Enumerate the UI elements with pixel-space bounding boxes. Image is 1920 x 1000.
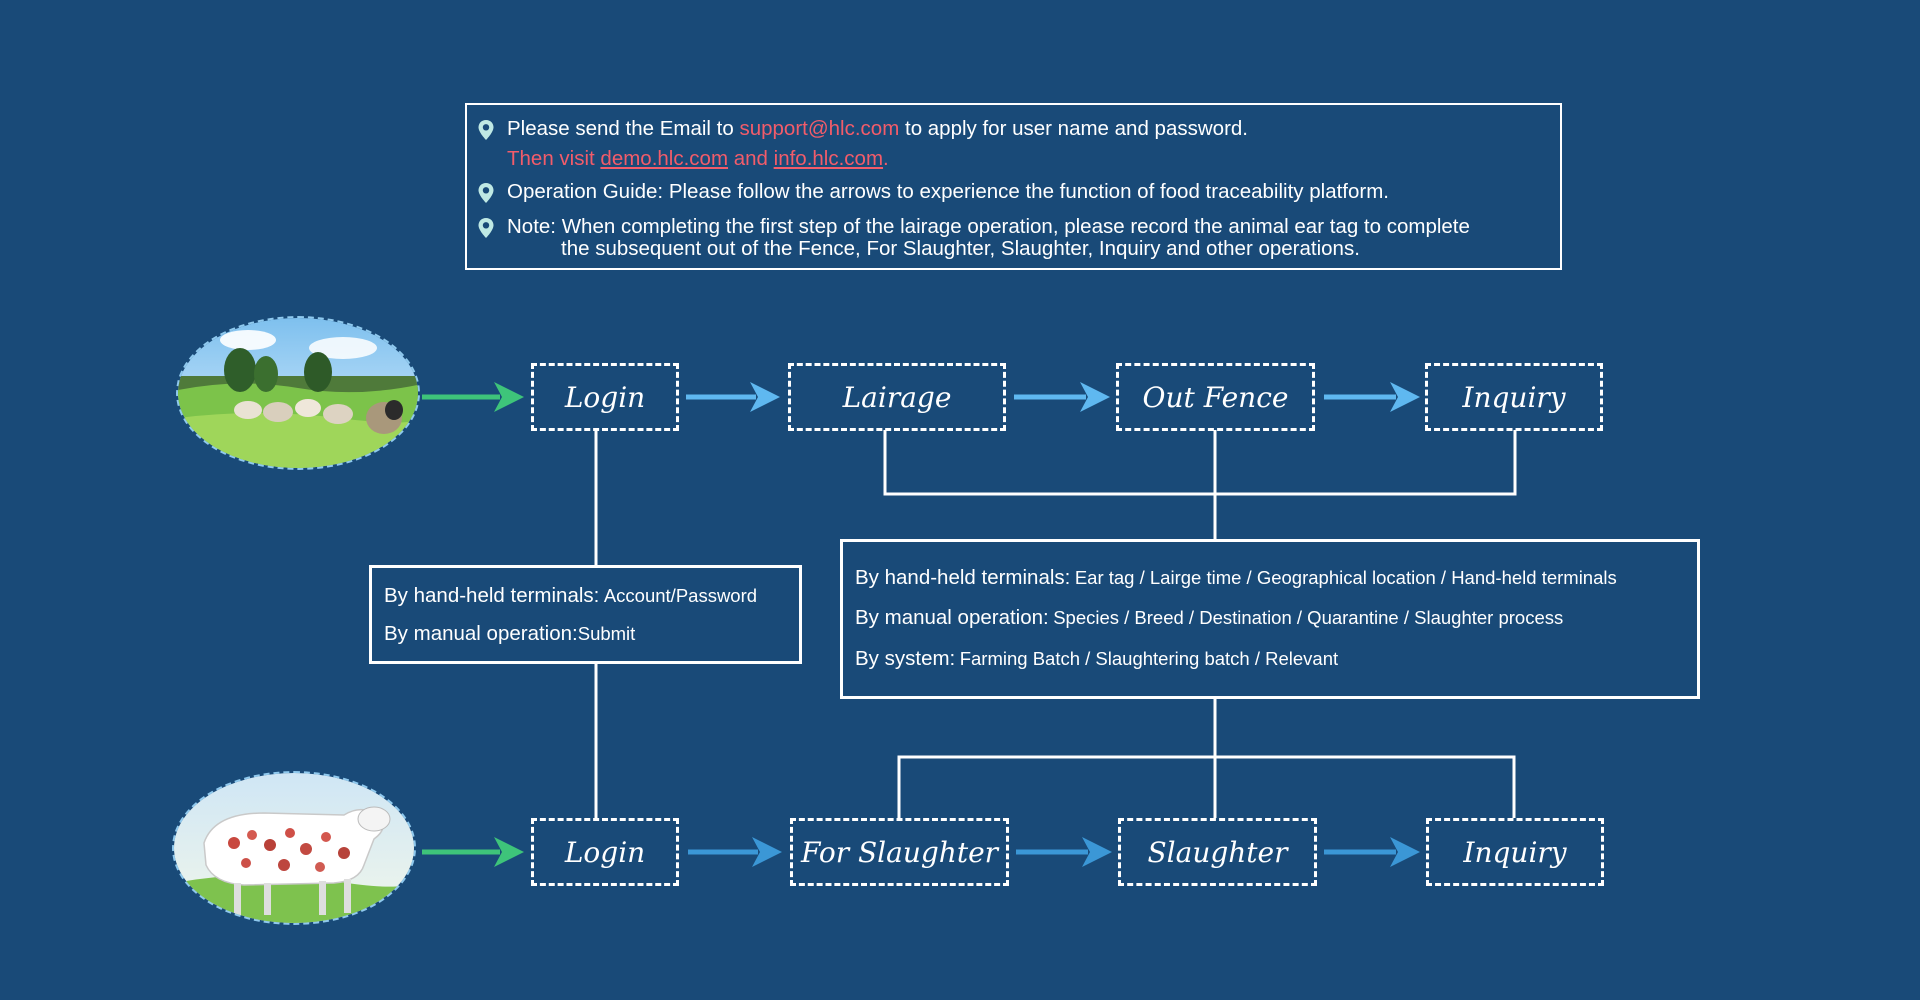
step-inquiry-bottom[interactable]: Inquiry — [1426, 818, 1604, 886]
location-pin-icon — [478, 120, 494, 140]
info-value: Ear tag / Lairge time / Geographical loc… — [1074, 567, 1617, 588]
notice-box: Please send the Email to support@hlc.com… — [465, 103, 1562, 270]
info-label: By manual operation: — [855, 606, 1049, 629]
top-bracket — [883, 430, 1517, 540]
arrow-start-bottom — [422, 837, 524, 867]
step-slaughter[interactable]: Slaughter — [1118, 818, 1317, 886]
process-info-box: By hand-held terminals: Ear tag / Lairge… — [840, 539, 1700, 699]
bottom-bracket — [897, 697, 1516, 818]
info-label: By manual operation: — [384, 622, 578, 645]
process-info-row-terminals: By hand-held terminals: Ear tag / Lairge… — [855, 566, 1617, 590]
info-label: By hand-held terminals: — [384, 584, 600, 607]
support-email-link[interactable]: support@hlc.com — [739, 117, 900, 140]
process-info-row-system: By system: Farming Batch / Slaughtering … — [855, 647, 1338, 671]
location-pin-icon — [478, 183, 494, 203]
arrow-start-top — [422, 382, 524, 412]
notice-guide-text: Operation Guide: Please follow the arrow… — [507, 180, 1389, 203]
notice-line1-end: to apply for user name and password. — [899, 117, 1248, 140]
step-for-slaughter[interactable]: For Slaughter — [790, 818, 1009, 886]
notice-and-text: and — [728, 147, 774, 170]
arrow-slaughter-inquiry — [1324, 837, 1420, 867]
step-out-fence[interactable]: Out Fence — [1116, 363, 1315, 431]
sheep-cuts-image — [172, 771, 416, 925]
process-info-row-manual: By manual operation: Species / Breed / D… — [855, 606, 1563, 630]
notice-period: . — [883, 147, 889, 170]
sheep-herd-image — [176, 316, 420, 470]
step-login-bottom[interactable]: Login — [531, 818, 679, 886]
arrow-login-lairage — [686, 382, 780, 412]
info-label: By system: — [855, 647, 956, 670]
login-info-row-terminals: By hand-held terminals: Account/Password — [384, 584, 757, 608]
notice-line1-start: Please send the Email to — [507, 117, 740, 140]
arrow-lairage-outfence — [1014, 382, 1110, 412]
info-value: Species / Breed / Destination / Quaranti… — [1053, 607, 1564, 628]
arrow-login-forslaughter — [688, 837, 782, 867]
notice-visit-text: Then visit — [507, 147, 601, 170]
arrow-forslaughter-slaughter — [1016, 837, 1112, 867]
demo-link[interactable]: demo.hlc.com — [600, 147, 729, 170]
step-login-top[interactable]: Login — [531, 363, 679, 431]
step-lairage[interactable]: Lairage — [788, 363, 1006, 431]
login-info-box: By hand-held terminals: Account/Password… — [369, 565, 802, 664]
step-inquiry-top[interactable]: Inquiry — [1425, 363, 1603, 431]
info-label: By hand-held terminals: — [855, 566, 1071, 589]
info-value: Submit — [577, 623, 636, 644]
login-info-row-manual: By manual operation:Submit — [384, 622, 635, 646]
info-value: Account/Password — [603, 585, 758, 606]
location-pin-icon — [478, 218, 494, 238]
notice-note-line1: Note: When completing the first step of … — [507, 215, 1470, 238]
info-value: Farming Batch / Slaughtering batch / Rel… — [959, 648, 1339, 669]
info-link[interactable]: info.hlc.com — [773, 147, 884, 170]
arrow-outfence-inquiry — [1324, 382, 1420, 412]
notice-note-line2: the subsequent out of the Fence, For Sla… — [561, 237, 1360, 260]
